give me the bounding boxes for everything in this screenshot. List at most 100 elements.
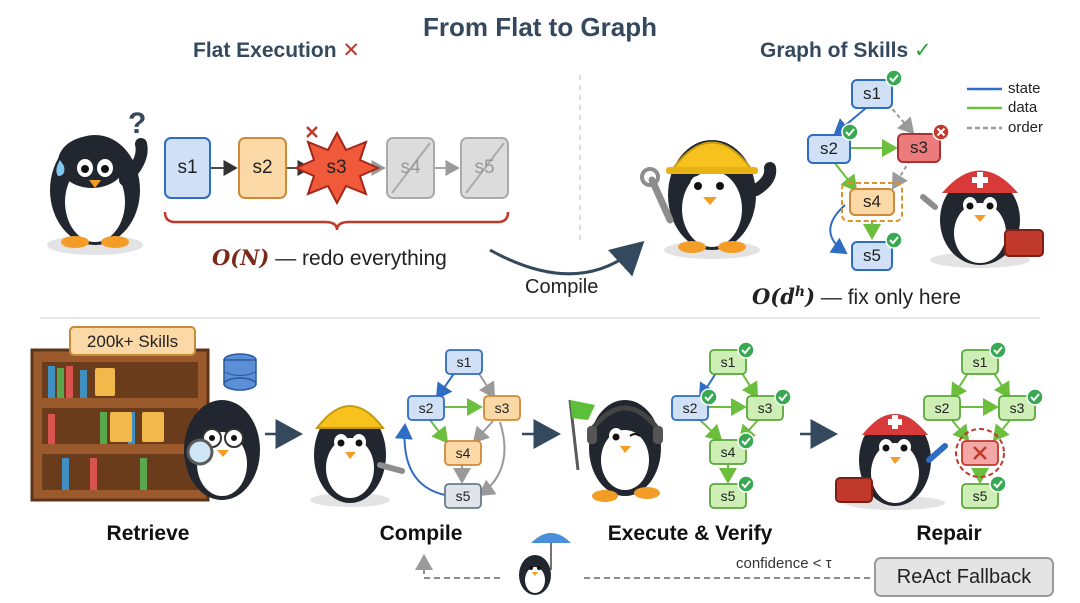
flat-complexity: O(N) — redo everything: [212, 245, 447, 271]
exec-node-s5-label: s5: [720, 488, 736, 504]
failed-x-icon: [973, 446, 987, 460]
page-title: From Flat to Graph: [423, 12, 657, 42]
runner-penguin-icon: [587, 400, 663, 502]
graph-heading: Graph of Skills ✓: [760, 38, 932, 63]
exec-node-s1-label: s1: [720, 354, 736, 370]
medic-penguin-icon: [920, 170, 1044, 268]
exec-node-s3: [746, 395, 784, 421]
flat-node-s2: [238, 137, 287, 199]
graph-node-s2: [807, 134, 851, 164]
compile-node-s3-label: s3: [494, 400, 510, 416]
graph-complexity-expr: O(d: [752, 284, 795, 309]
bookshelf-icon: [30, 348, 210, 502]
flat-node-s5-label: s5: [474, 157, 495, 178]
skills-banner-label: 200k+ Skills: [86, 332, 179, 351]
stage-execute-verify: Execute & Verify: [607, 522, 773, 545]
compile-node-s5: [444, 483, 482, 509]
repair-node-s5-label: s5: [972, 488, 988, 504]
fallback-loop-arrow: [424, 556, 870, 579]
graph-node-s4-label: s4: [863, 192, 881, 211]
graph-complexity-sup: h: [794, 284, 806, 300]
compile-node-s3: [483, 395, 521, 421]
compile-penguin-icon: [310, 405, 405, 507]
repair-node-s2: [923, 395, 961, 421]
compile-arrow: [489, 240, 645, 277]
legend-data-label: data: [1008, 99, 1038, 116]
stage-retrieve: Retrieve: [106, 522, 190, 545]
fallback-condition: confidence < τ: [736, 555, 832, 572]
compile-node-s1: [445, 349, 483, 375]
graph-complexity-text: — fix only here: [820, 286, 961, 309]
flat-node-s4-label: s4: [400, 157, 421, 178]
repair-node-s1-label: s1: [972, 354, 988, 370]
graph-node-s5: [851, 241, 893, 271]
exec-node-s3-label: s3: [757, 400, 773, 416]
redo-brace: [163, 211, 510, 231]
repair-node-s3-label: s3: [1009, 400, 1025, 416]
check-icon: ✓: [914, 39, 932, 62]
exec-node-s2: [671, 395, 709, 421]
green-flag-icon: [568, 399, 595, 471]
compile-node-s2: [407, 395, 445, 421]
repair-node-s5: [961, 483, 999, 509]
cross-icon: ✕: [342, 39, 360, 62]
confused-penguin-icon: [47, 135, 148, 255]
compile-node-s1-label: s1: [456, 354, 472, 370]
flat-complexity-text: — redo everything: [275, 247, 447, 270]
highlight-box: [841, 182, 903, 222]
compile-node-s2-label: s2: [418, 400, 434, 416]
compile-node-s4-label: s4: [455, 445, 471, 461]
graph-of-skills: [807, 69, 950, 271]
failed-node-ring: [955, 428, 1005, 478]
graph-complexity-close: ): [805, 284, 816, 309]
umbrella-penguin-icon: [519, 533, 571, 595]
database-icon: [223, 353, 257, 391]
toolbox-icon: [1004, 229, 1044, 257]
graph-node-s3-label: s3: [910, 138, 928, 157]
exec-node-s4: [709, 439, 747, 465]
execute-graph: [671, 341, 792, 509]
graph-node-s5-label: s5: [863, 246, 881, 265]
flat-heading-label: Flat Execution: [193, 39, 337, 62]
flat-node-s3-label: s3: [326, 157, 347, 178]
compile-node-s4: [444, 440, 482, 466]
repair-graph: [923, 341, 1044, 509]
detective-penguin-icon: [184, 400, 260, 500]
exec-node-s4-label: s4: [720, 444, 736, 460]
graph-node-s4: [849, 188, 895, 216]
react-fallback-button[interactable]: ReAct Fallback: [896, 566, 1032, 588]
headphones-icon: [591, 405, 659, 430]
exec-node-s2-label: s2: [682, 400, 698, 416]
graph-node-s1-label: s1: [863, 84, 881, 103]
flat-chain: [164, 126, 509, 206]
flat-complexity-expr: O(N): [212, 245, 270, 270]
legend-state-label: state: [1008, 80, 1041, 97]
repair-node-s3: [998, 395, 1036, 421]
repair-toolbox-icon: [835, 477, 873, 503]
flat-node-s2-label: s2: [252, 157, 273, 178]
question-mark-icon: ?: [128, 107, 146, 140]
graph-complexity: O(dh) — fix only here: [752, 284, 961, 310]
graph-heading-label: Graph of Skills: [760, 39, 909, 62]
stage-repair: Repair: [916, 522, 982, 545]
error-burst-icon: [293, 130, 381, 206]
repair-node-s2-label: s2: [934, 400, 950, 416]
fallback-button-box: [874, 557, 1054, 597]
flat-heading: Flat Execution ✕: [193, 38, 360, 63]
exec-node-s5: [709, 483, 747, 509]
graph-node-s1: [851, 79, 893, 109]
edge-legend: [967, 87, 1002, 130]
compile-node-s5-label: s5: [455, 488, 471, 504]
skills-banner-box: [69, 326, 196, 356]
flat-node-s1: [164, 137, 211, 199]
legend-order-label: order: [1008, 119, 1044, 136]
builder-penguin-icon: [640, 140, 777, 259]
stage-compile: Compile: [379, 522, 463, 545]
magnifier-icon: [186, 438, 214, 466]
compile-arrow-label: Compile: [525, 276, 599, 298]
graph-node-s2-label: s2: [820, 139, 838, 158]
compile-graph: [394, 349, 521, 509]
flat-node-s1-label: s1: [177, 157, 198, 178]
